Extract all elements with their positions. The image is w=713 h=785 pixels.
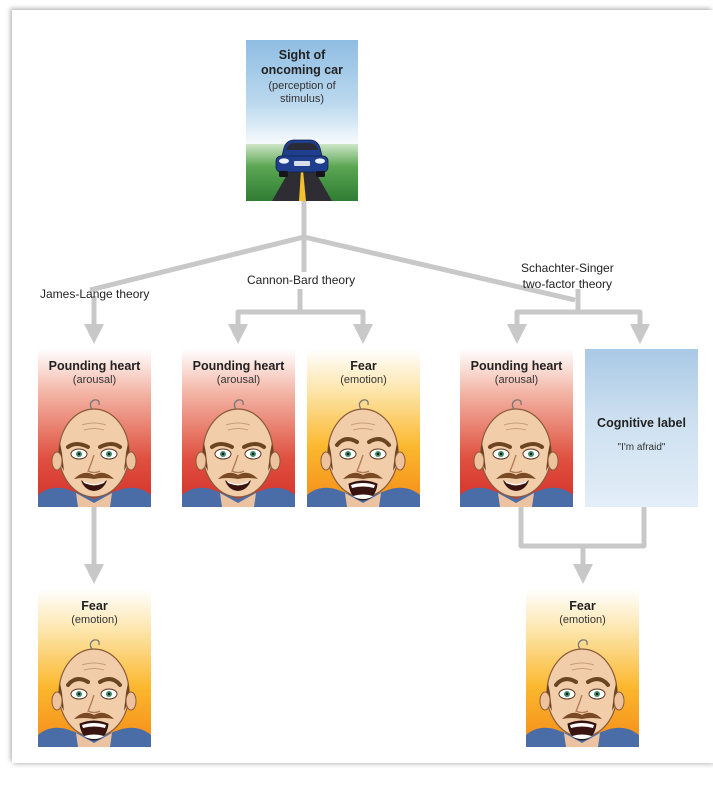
label-schachter-singer: Schachter-Singer two-factor theory — [521, 260, 614, 292]
card-title: Fear — [81, 599, 108, 613]
card-arousal-schachter: Pounding heart (arousal) — [460, 349, 573, 507]
cognitive-label-quote: "I'm afraid" — [617, 442, 666, 453]
bald-man-face-icon — [38, 635, 151, 747]
card-subtitle: (emotion) — [340, 374, 387, 386]
label-cannon-bard: Cannon-Bard theory — [247, 273, 356, 287]
stimulus-sub-line1: (perception of — [268, 80, 336, 92]
label-schachter-line2: two-factor theory — [522, 277, 613, 291]
car-icon — [246, 139, 358, 201]
card-subtitle: (emotion) — [559, 614, 606, 626]
stimulus-title-line2: oncoming car — [261, 63, 343, 77]
card-arousal-james-lange: Pounding heart (arousal) — [38, 349, 151, 507]
card-cognitive-label: Cognitive label "I'm afraid" — [585, 349, 698, 507]
card-fear-james-lange: Fear (emotion) — [38, 589, 151, 747]
stimulus-title-line1: Sight of — [278, 48, 326, 62]
stimulus-sub-line2: stimulus) — [279, 93, 324, 105]
bald-man-face-icon — [38, 395, 151, 507]
label-james-lange: James-Lange theory — [40, 287, 150, 301]
stimulus-box: Sight of oncoming car (perception of sti… — [246, 40, 358, 201]
card-subtitle: (arousal) — [494, 374, 539, 386]
card-arousal-cannon-bard: Pounding heart (arousal) — [182, 349, 295, 507]
stimulus-subtitle: (perception of stimulus) — [246, 80, 358, 106]
card-fear-cannon-bard: Fear (emotion) — [307, 349, 420, 507]
card-subtitle: (arousal) — [216, 374, 261, 386]
card-title: Fear — [569, 599, 596, 613]
cognitive-label-title: Cognitive label — [597, 416, 686, 430]
card-subtitle: (emotion) — [71, 614, 118, 626]
card-title: Fear — [350, 359, 377, 373]
bald-man-face-icon — [182, 395, 295, 507]
card-fear-schachter: Fear (emotion) — [526, 589, 639, 747]
bald-man-face-icon — [307, 395, 420, 507]
label-schachter-line1: Schachter-Singer — [521, 261, 614, 275]
card-title: Pounding heart — [470, 359, 563, 373]
card-title: Pounding heart — [192, 359, 285, 373]
stimulus-title: Sight of oncoming car — [246, 48, 358, 78]
bald-man-face-icon — [460, 395, 573, 507]
card-title: Pounding heart — [48, 359, 141, 373]
card-subtitle: (arousal) — [72, 374, 117, 386]
bald-man-face-icon — [526, 635, 639, 747]
